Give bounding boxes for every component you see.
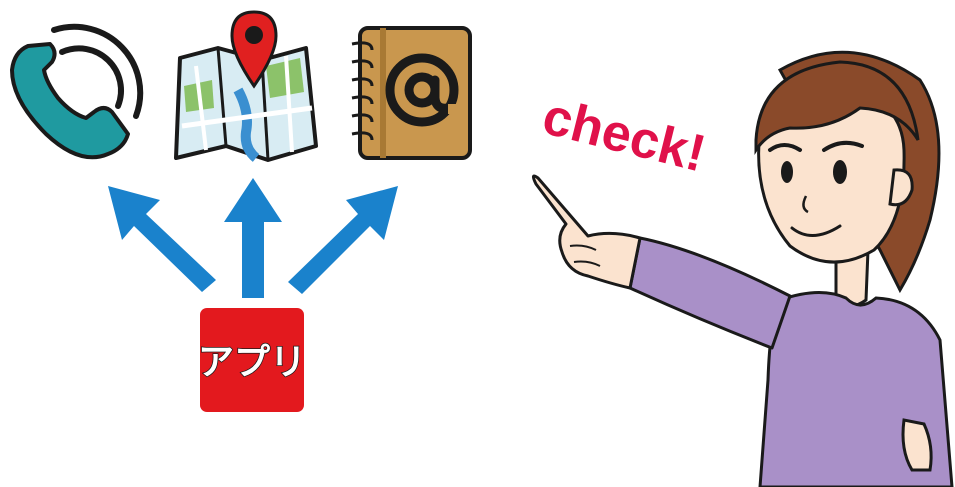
address-book-icon: [352, 28, 470, 158]
arrow-left: [108, 186, 216, 292]
arrow-right: [288, 186, 398, 294]
arrow-up: [224, 178, 282, 298]
arrows: [108, 178, 398, 298]
check-callout: check!: [537, 87, 711, 183]
phone-icon: [12, 27, 140, 157]
map-pin-icon: [176, 12, 316, 160]
app-tile-label: アプリ: [198, 342, 306, 383]
